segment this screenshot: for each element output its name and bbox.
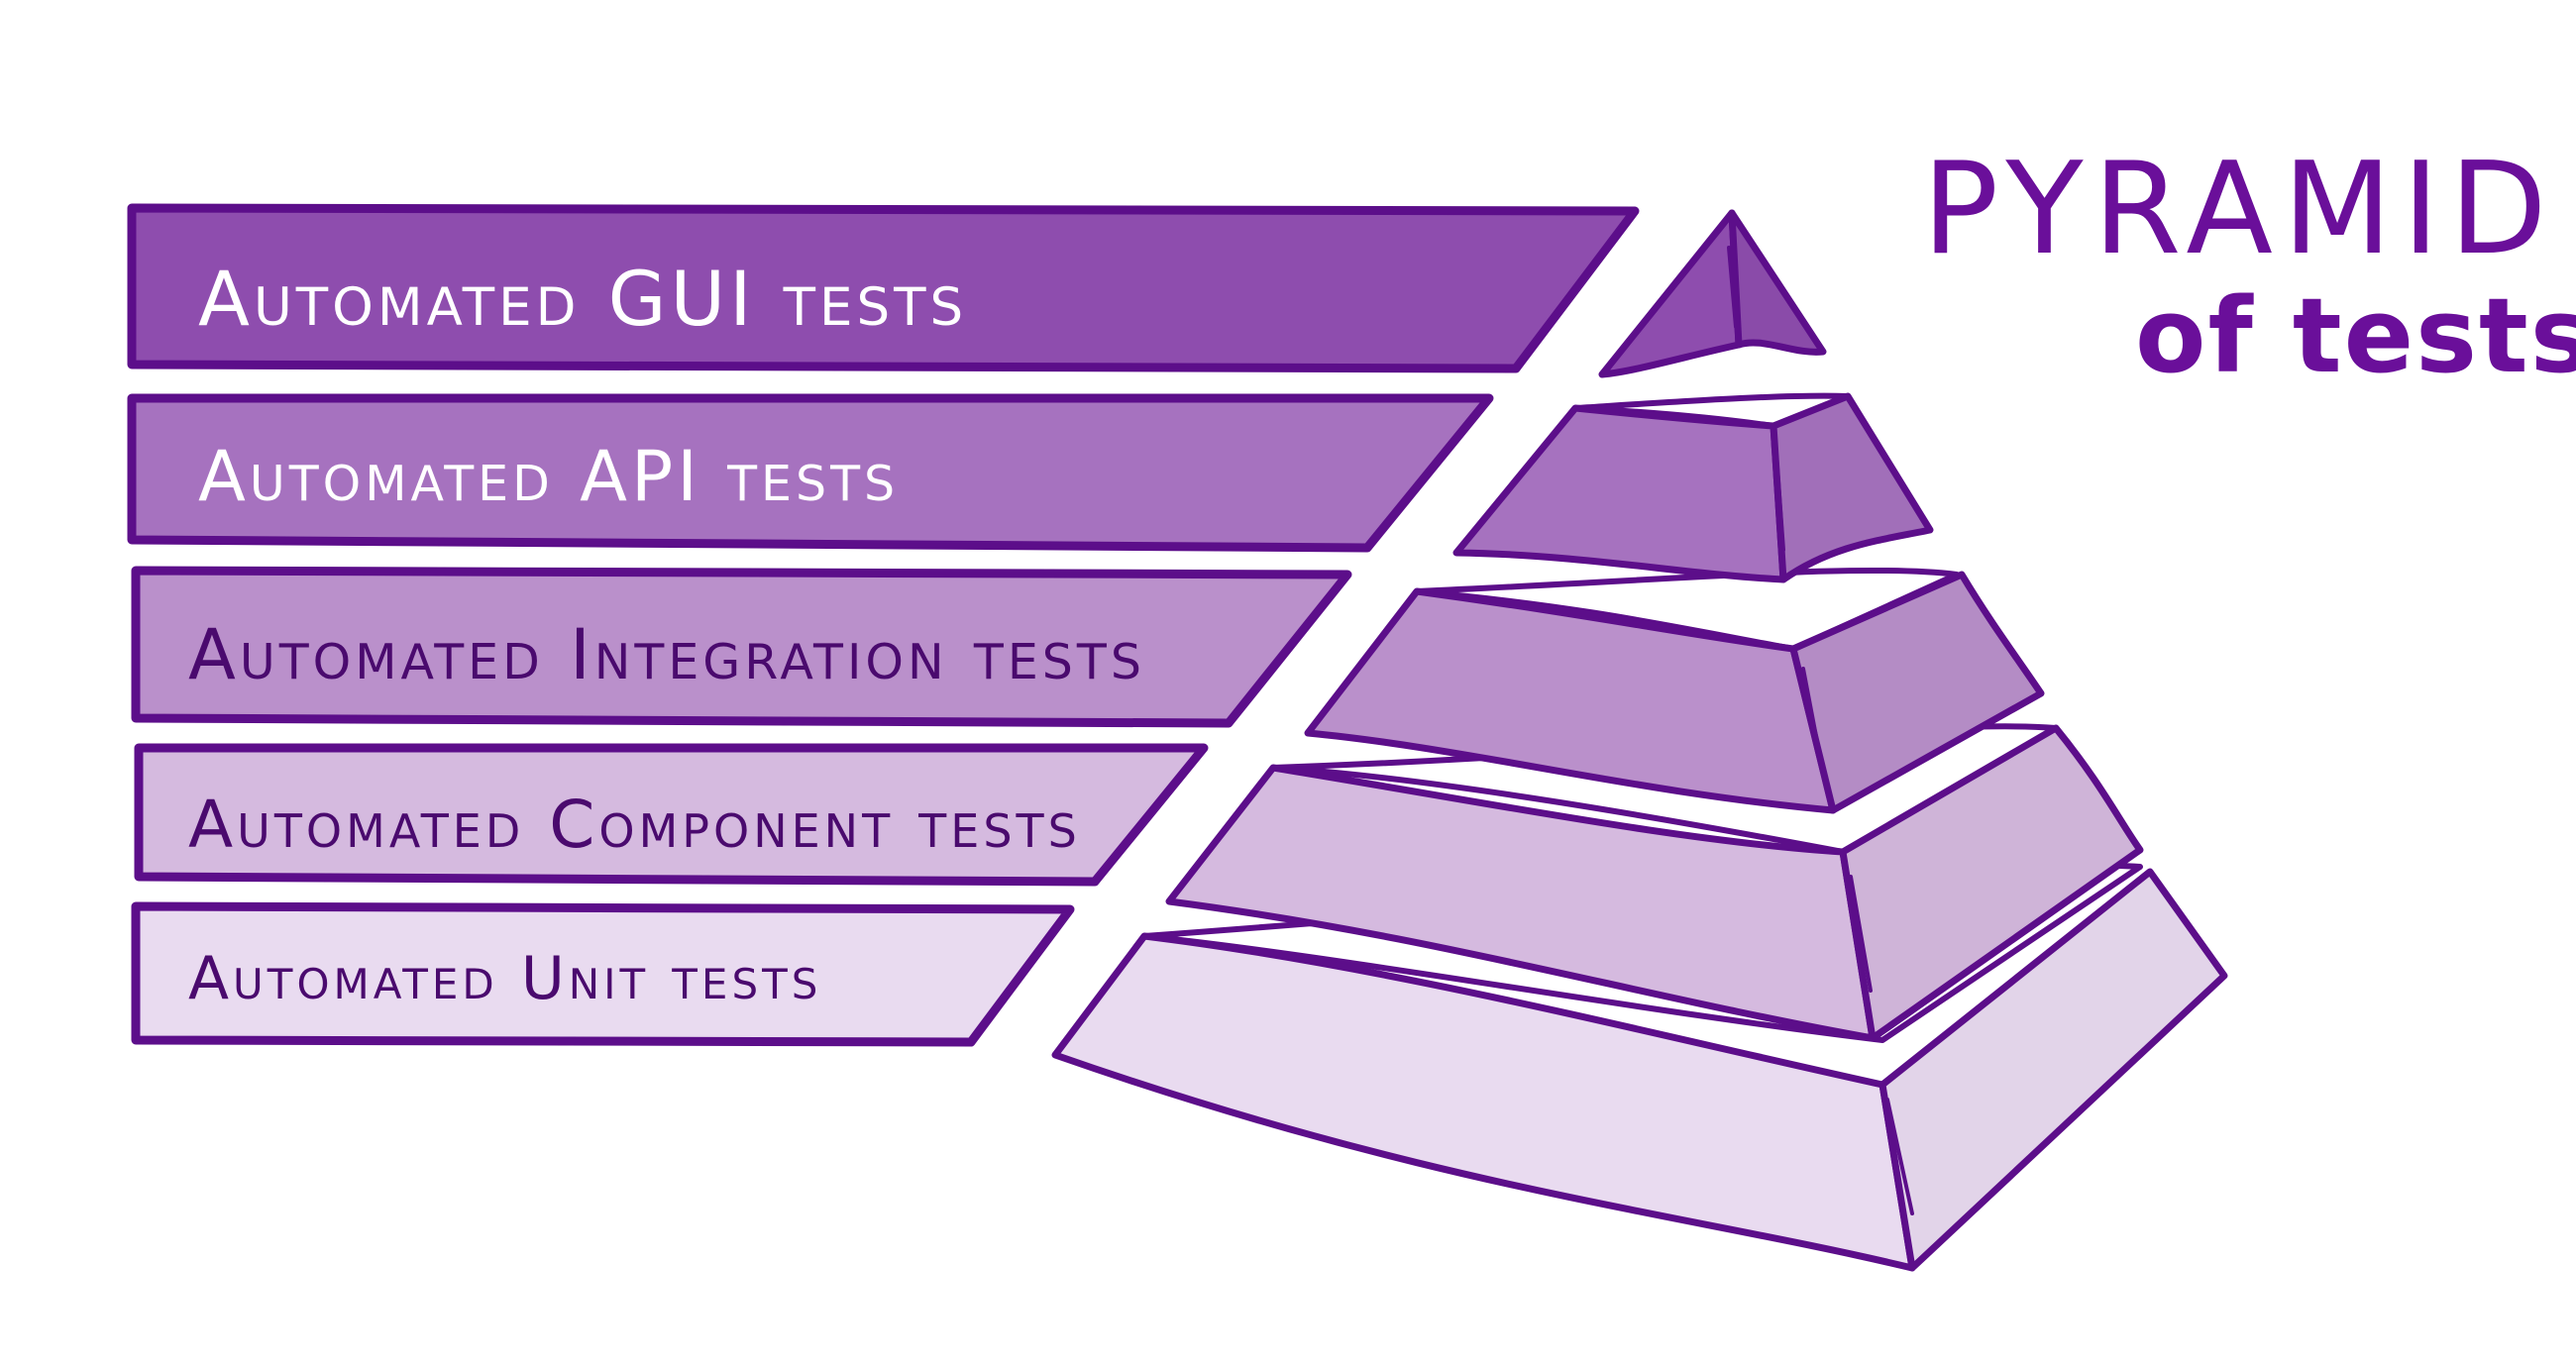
title-main: PYRAMID (1922, 136, 2557, 283)
pyramid-tier-gui-side (1728, 209, 1827, 356)
band-integration: Automated Integration tests (131, 566, 1352, 728)
pyramid-tier-integration-side (1789, 571, 2045, 814)
band-integration-shape (131, 566, 1352, 728)
band-component-shape (134, 743, 1209, 887)
band-api-label: Automated API tests (198, 436, 899, 517)
pyramid-tier-api (1452, 392, 1934, 583)
pyramid-tier-api-front (1452, 404, 1787, 583)
pyramid-tier-unit-edge (1885, 1098, 1914, 1215)
title-block: PYRAMID of tests (1922, 136, 2576, 396)
pyramid-tier-component-side (1839, 724, 2144, 1042)
pyramid-tier-integration-top (1414, 567, 1960, 652)
band-component-label: Automated Component tests (188, 787, 1081, 863)
pyramid-tier-integration-edge (1801, 667, 1825, 775)
pyramid-tier-gui-front (1598, 209, 1743, 378)
band-component: Automated Component tests (134, 743, 1209, 887)
pyramid-tier-unit-side (1878, 868, 2228, 1272)
band-api: Automated API tests (127, 393, 1494, 553)
band-gui: Automated GUI tests (127, 203, 1640, 373)
pyramid-tier-component-edge (1849, 875, 1873, 993)
pyramid-tier-gui (1598, 209, 1827, 378)
band-api-shape (127, 393, 1494, 553)
pyramid-tier-integration (1304, 567, 2045, 814)
band-unit-label: Automated Unit tests (188, 944, 821, 1013)
band-unit-shape (131, 901, 1075, 1047)
pyramid-tier-gui-edge (1727, 246, 1738, 329)
title-subtitle: of tests (2135, 275, 2576, 396)
band-gui-label: Automated GUI tests (198, 255, 967, 343)
band-integration-label: Automated Integration tests (188, 614, 1145, 695)
band-unit: Automated Unit tests (131, 901, 1075, 1047)
pyramid-tier-api-edge (1773, 439, 1785, 552)
pyramid (1051, 209, 2228, 1272)
band-gui-shape (127, 203, 1640, 373)
label-bands: Automated GUI tests Automated API tests … (127, 203, 1640, 1047)
pyramid-tier-api-side (1770, 392, 1934, 583)
